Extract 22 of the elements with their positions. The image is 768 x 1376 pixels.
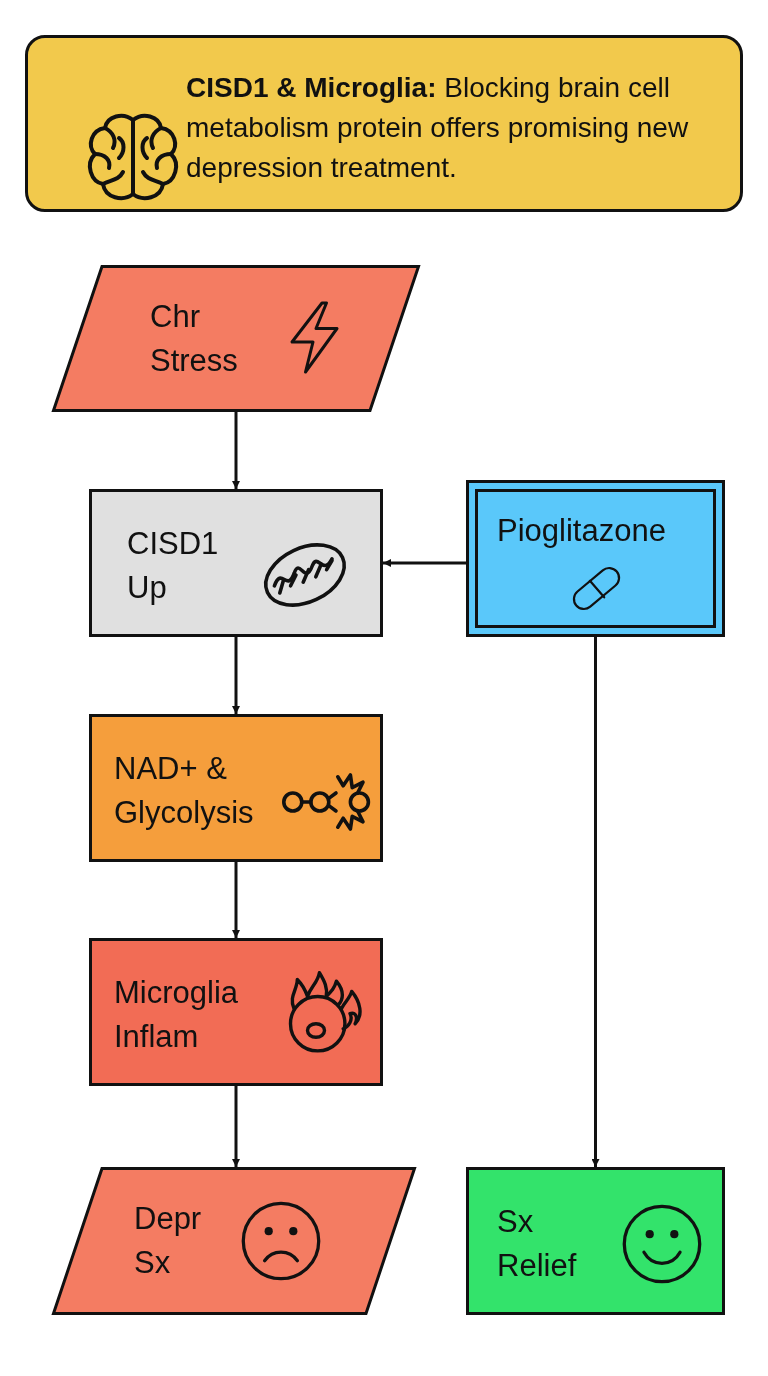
node-label: Sx Relief [497, 1203, 578, 1285]
node-label: Pioglitazone [497, 512, 667, 550]
process-box [89, 938, 383, 1086]
node-label: Depr Sx [134, 1200, 203, 1282]
node-label: NAD+ & Glycolysis [114, 750, 255, 832]
input-parallelogram [52, 265, 420, 412]
arrow [232, 637, 240, 714]
outcome-box [466, 1167, 725, 1315]
arrow [232, 1086, 240, 1167]
title-text: CISD1 & Microglia: Blocking brain cell metabolism protein offers promising new depression treatment. [186, 71, 690, 185]
node-label: CISD1 Up [127, 525, 220, 607]
arrow [232, 412, 240, 489]
process-box [89, 489, 383, 637]
arrow [232, 862, 240, 938]
output-parallelogram [52, 1167, 416, 1315]
process-box [89, 714, 383, 862]
arrow [591, 637, 600, 1167]
node-label: Microglia Inflam [114, 974, 240, 1056]
node-label: Chr Stress [150, 298, 239, 380]
drug-box [466, 480, 725, 637]
arrow [383, 559, 466, 567]
title-banner [25, 35, 743, 212]
